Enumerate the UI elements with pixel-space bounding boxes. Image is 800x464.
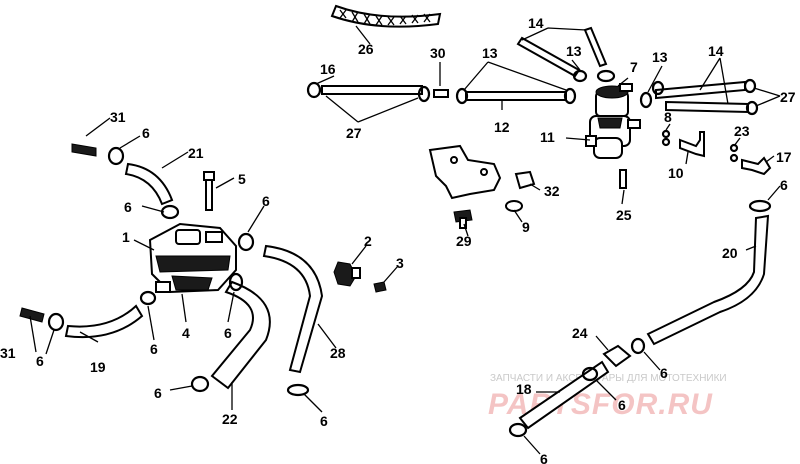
watermark-caption: ЗАПЧАСТИ И АКСЕССУАРЫ ДЛЯ МОТОТЕХНИКИ	[490, 373, 727, 384]
callout-22: 22	[222, 411, 238, 427]
callout-18: 18	[516, 381, 532, 397]
callout-17: 17	[776, 149, 792, 165]
callout-31-bottom: 31	[0, 345, 16, 361]
callout-6-filter-right: 6	[660, 365, 668, 381]
barb-fittings	[19, 143, 97, 323]
callout-6-top-left: 6	[142, 125, 150, 141]
callout-6-pump-right: 6	[262, 193, 270, 209]
callout-2: 2	[364, 233, 372, 249]
callout-6-hose-18: 6	[618, 397, 626, 413]
fuel-pump	[148, 222, 237, 294]
hose-19	[64, 304, 144, 339]
callout-32: 32	[544, 183, 560, 199]
hose-20	[646, 214, 770, 346]
callout-21: 21	[188, 145, 204, 161]
fuel-line-14-top	[516, 26, 608, 78]
fuel-line-16	[321, 85, 423, 95]
hose-22	[210, 280, 271, 390]
hose-21	[124, 162, 174, 206]
callout-24: 24	[572, 325, 588, 341]
callout-6-lower-left: 6	[150, 341, 158, 357]
clamps-misc	[47, 146, 772, 438]
clip	[619, 169, 627, 189]
callout-20: 20	[722, 245, 738, 261]
braided-sleeve	[330, 4, 442, 28]
callout-1: 1	[122, 229, 130, 245]
callout-31-top: 31	[110, 109, 126, 125]
callout-29: 29	[456, 233, 472, 249]
callout-28: 28	[330, 345, 346, 361]
callout-14-top: 14	[528, 15, 544, 31]
callout-3: 3	[396, 255, 404, 271]
fuel-line-12	[465, 91, 567, 101]
fuel-filter-assembly	[585, 85, 641, 159]
callout-26: 26	[358, 41, 374, 57]
callout-labels: 26 30 16 27 13 12 14 13 7 13 14 27 11 8 …	[0, 15, 796, 464]
callout-7: 7	[630, 59, 638, 75]
callout-6-bottom-left: 6	[36, 353, 44, 369]
inline-filter-24	[602, 344, 632, 368]
callout-6-mid-left: 6	[124, 199, 132, 215]
callout-16: 16	[320, 61, 336, 77]
callout-6-right-top: 6	[780, 177, 788, 193]
callout-4: 4	[182, 325, 190, 341]
callout-19: 19	[90, 359, 106, 375]
callout-30: 30	[430, 45, 446, 61]
bolt-5	[203, 171, 215, 211]
callout-6-pump-bottom: 6	[224, 325, 232, 341]
callout-10: 10	[668, 165, 684, 181]
mounting-bracket	[428, 144, 536, 229]
sensor-2	[333, 261, 387, 293]
callout-13-left: 13	[482, 45, 498, 61]
callout-8: 8	[664, 109, 672, 125]
hose-28	[262, 244, 324, 374]
callout-12: 12	[494, 119, 510, 135]
callout-6-hose-28: 6	[320, 413, 328, 429]
callout-6-hose-22: 6	[154, 385, 162, 401]
callout-27-right: 27	[780, 89, 796, 105]
callout-13-right: 13	[652, 49, 668, 65]
callout-14-right: 14	[708, 43, 724, 59]
fittings-right	[619, 83, 772, 176]
callout-23: 23	[734, 123, 750, 139]
callout-9: 9	[522, 219, 530, 235]
callout-5: 5	[238, 171, 246, 187]
callout-6-bottom: 6	[540, 451, 548, 464]
clamps-top	[306, 69, 759, 116]
callout-13-mid: 13	[566, 43, 582, 59]
leader-lines	[29, 25, 781, 455]
callout-27-left: 27	[346, 125, 362, 141]
callout-11: 11	[540, 129, 555, 145]
callout-25: 25	[616, 207, 632, 223]
